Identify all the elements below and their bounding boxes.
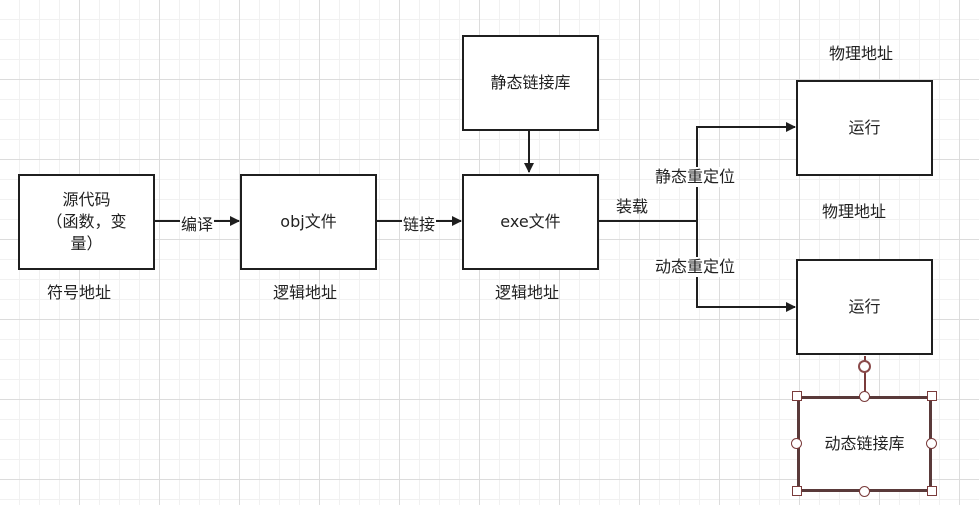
resize-handle-right[interactable] — [926, 438, 937, 449]
node-source-code[interactable]: 源代码 （函数，变 量） — [18, 174, 155, 270]
label-physical-address-top[interactable]: 物理地址 — [829, 44, 894, 63]
edge-label-static-relocation[interactable]: 静态重定位 — [654, 167, 737, 187]
node-run-top-label: 运行 — [848, 118, 881, 137]
edge-dynamic-relocation[interactable] — [696, 221, 796, 312]
resize-handle-top-right[interactable] — [927, 391, 937, 401]
node-static-library[interactable]: 静态链接库 — [462, 35, 599, 131]
node-dynamic-library[interactable]: 动态链接库 — [797, 396, 932, 492]
label-logical-address-exe[interactable]: 逻辑地址 — [495, 283, 560, 302]
node-exe-file[interactable]: exe文件 — [462, 174, 599, 270]
node-static-library-label: 静态链接库 — [490, 73, 571, 92]
rotate-handle[interactable] — [858, 360, 871, 373]
node-source-code-label: 源代码 （函数，变 量） — [46, 190, 127, 253]
resize-handle-bottom-right[interactable] — [927, 486, 937, 496]
resize-handle-left[interactable] — [791, 438, 802, 449]
label-logical-address-obj[interactable]: 逻辑地址 — [273, 283, 338, 302]
edge-static-relocation[interactable] — [696, 122, 796, 221]
resize-handle-bottom-left[interactable] — [792, 486, 802, 496]
resize-handle-bottom[interactable] — [859, 486, 870, 497]
node-dynamic-library-label: 动态链接库 — [824, 434, 905, 453]
node-run-bottom[interactable]: 运行 — [796, 259, 933, 355]
edge-label-dynamic-relocation[interactable]: 动态重定位 — [654, 257, 737, 277]
edge-label-link[interactable]: 链接 — [402, 215, 437, 235]
label-symbol-address[interactable]: 符号地址 — [47, 283, 112, 302]
node-obj-file[interactable]: obj文件 — [240, 174, 377, 270]
resize-handle-top-left[interactable] — [792, 391, 802, 401]
resize-handle-top[interactable] — [859, 391, 870, 402]
label-physical-address-bottom[interactable]: 物理地址 — [822, 202, 887, 221]
node-run-bottom-label: 运行 — [848, 297, 881, 316]
node-obj-file-label: obj文件 — [280, 212, 337, 231]
edge-label-compile[interactable]: 编译 — [180, 215, 215, 235]
node-run-top[interactable]: 运行 — [796, 80, 933, 176]
edge-label-load[interactable]: 装载 — [616, 197, 649, 216]
node-exe-file-label: exe文件 — [500, 212, 561, 231]
